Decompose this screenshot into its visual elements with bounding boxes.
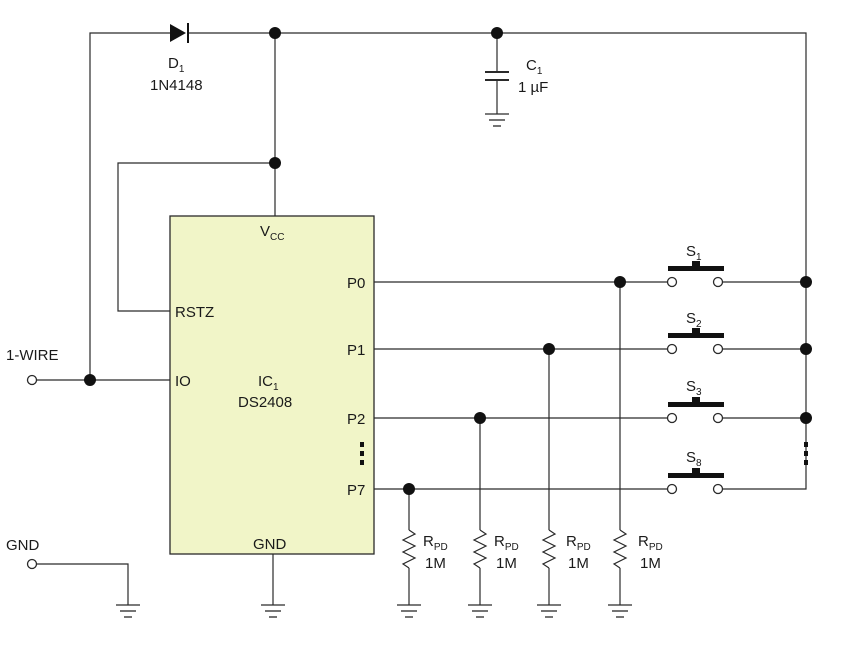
diode-ref-label: D1 xyxy=(168,55,185,75)
resistor-2-value-label: 1M xyxy=(496,555,517,572)
resistor-1-value-label: 1M xyxy=(425,555,446,572)
switch-s8 xyxy=(666,468,724,495)
switch-s2 xyxy=(666,328,724,355)
resistor-3-ref-label: RPD xyxy=(566,533,591,553)
ic-port-p1-label: P1 xyxy=(347,342,365,359)
switch-s1 xyxy=(666,261,724,288)
ic-port-p7-label: P7 xyxy=(347,482,365,499)
port-ellipsis-marker xyxy=(360,442,364,465)
resistor-rpd-1 xyxy=(401,529,417,569)
capacitor-value-label: 1 µF xyxy=(518,79,548,96)
ic-gnd-label: GND xyxy=(253,536,287,553)
ic-port-p2-label: P2 xyxy=(347,411,365,428)
resistor-rpd-2 xyxy=(472,529,488,569)
gnd-input-terminal xyxy=(26,558,38,570)
ground-symbol-input xyxy=(116,604,140,618)
resistor-1-ref-label: RPD xyxy=(423,533,448,553)
ic-rstz-label: RSTZ xyxy=(175,304,214,321)
resistor-rpd-3 xyxy=(541,529,557,569)
resistor-rpd-4 xyxy=(612,529,628,569)
gnd-input-label: GND xyxy=(6,537,40,554)
ic-part-label: DS2408 xyxy=(238,394,292,411)
capacitor-c1 xyxy=(485,71,509,81)
onewire-label: 1-WIRE xyxy=(6,347,59,364)
ground-symbol-ic xyxy=(261,604,285,618)
onewire-terminal xyxy=(26,374,38,386)
switch-3-label: S3 xyxy=(686,378,702,398)
resistor-2-ref-label: RPD xyxy=(494,533,519,553)
ic-ref-label: IC1 xyxy=(258,373,279,393)
ic-port-p0-label: P0 xyxy=(347,275,365,292)
switch-s3 xyxy=(666,397,724,424)
rail-ellipsis-marker xyxy=(804,442,808,465)
capacitor-ref-label: C1 xyxy=(526,57,543,77)
ic-io-label: IO xyxy=(175,373,191,390)
resistor-3-value-label: 1M xyxy=(568,555,589,572)
switch-8-label: S8 xyxy=(686,449,702,469)
ic-body xyxy=(169,215,375,555)
ic-vcc-label: VCC xyxy=(260,223,284,243)
switch-2-label: S2 xyxy=(686,310,702,330)
ground-symbol-rpd-2 xyxy=(468,604,492,618)
junction-dots xyxy=(84,27,812,495)
diode-d1 xyxy=(170,23,189,43)
ground-symbol-rpd-4 xyxy=(608,604,632,618)
resistor-4-value-label: 1M xyxy=(640,555,661,572)
ground-symbol-capacitor xyxy=(485,113,509,127)
resistor-4-ref-label: RPD xyxy=(638,533,663,553)
switch-1-label: S1 xyxy=(686,243,702,263)
ground-symbol-rpd-1 xyxy=(397,604,421,618)
diode-part-label: 1N4148 xyxy=(150,77,203,94)
ground-symbol-rpd-3 xyxy=(537,604,561,618)
